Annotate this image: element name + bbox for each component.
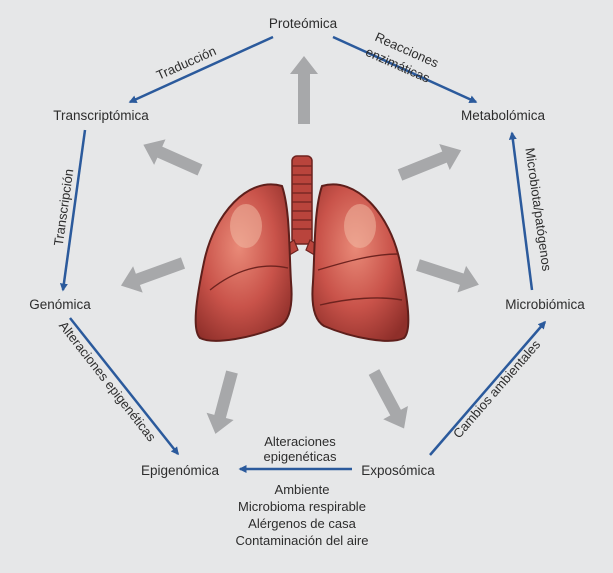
- node-epigenomica: Epigenómica: [141, 463, 220, 478]
- exposome-factor: Alérgenos de casa: [248, 516, 356, 531]
- edge-transcriptomica-genomica: [59, 129, 87, 292]
- exposome-factor: Ambiente: [275, 482, 330, 497]
- arrow-lower-right-icon: [368, 369, 408, 429]
- node-labels: Proteómica Transcriptómica Metabolómica …: [29, 16, 585, 478]
- arrow-upper-right-icon: [397, 144, 462, 181]
- edge-microbiomica-metabolomica: [508, 131, 534, 291]
- exposome-factors: Ambiente Microbioma respirable Alérgenos…: [236, 482, 369, 548]
- node-microbiomica: Microbiómica: [505, 297, 585, 312]
- exposome-factor: Contaminación del aire: [236, 533, 369, 548]
- edge-label-epigeneticas: epigenéticas: [264, 449, 337, 464]
- edge-exposomica-microbiomica: [429, 320, 546, 456]
- node-transcriptomica: Transcriptómica: [53, 108, 149, 123]
- node-proteomica: Proteómica: [269, 16, 338, 31]
- radial-arrows: [120, 56, 479, 434]
- node-metabolomica: Metabolómica: [461, 108, 546, 123]
- arrow-lower-left-icon: [206, 370, 238, 434]
- node-exposomica: Exposómica: [361, 463, 435, 478]
- exposome-factor: Microbioma respirable: [238, 499, 366, 514]
- arrow-right-icon: [416, 259, 479, 293]
- node-genomica: Genómica: [29, 297, 91, 312]
- edge-label-cambios-ambientales: Cambios ambientales: [450, 337, 544, 442]
- edge-label-alteraciones-epigeneticas-diag: Alteraciones epigenéticas: [56, 318, 159, 444]
- edge-label-transcripcion: Transcripción: [51, 168, 77, 247]
- arrow-upper-left-icon: [143, 139, 203, 176]
- lungs-icon: [194, 155, 410, 342]
- edge-proteomica-transcriptomica: [128, 35, 274, 104]
- edge-genomica-epigenomica: [69, 317, 179, 456]
- edge-label-alteraciones: Alteraciones: [264, 434, 336, 449]
- arrow-left-icon: [120, 257, 186, 293]
- edge-proteomica-metabolomica: [332, 35, 478, 104]
- arrow-up-icon: [290, 56, 318, 124]
- cycle-edges: [59, 35, 546, 473]
